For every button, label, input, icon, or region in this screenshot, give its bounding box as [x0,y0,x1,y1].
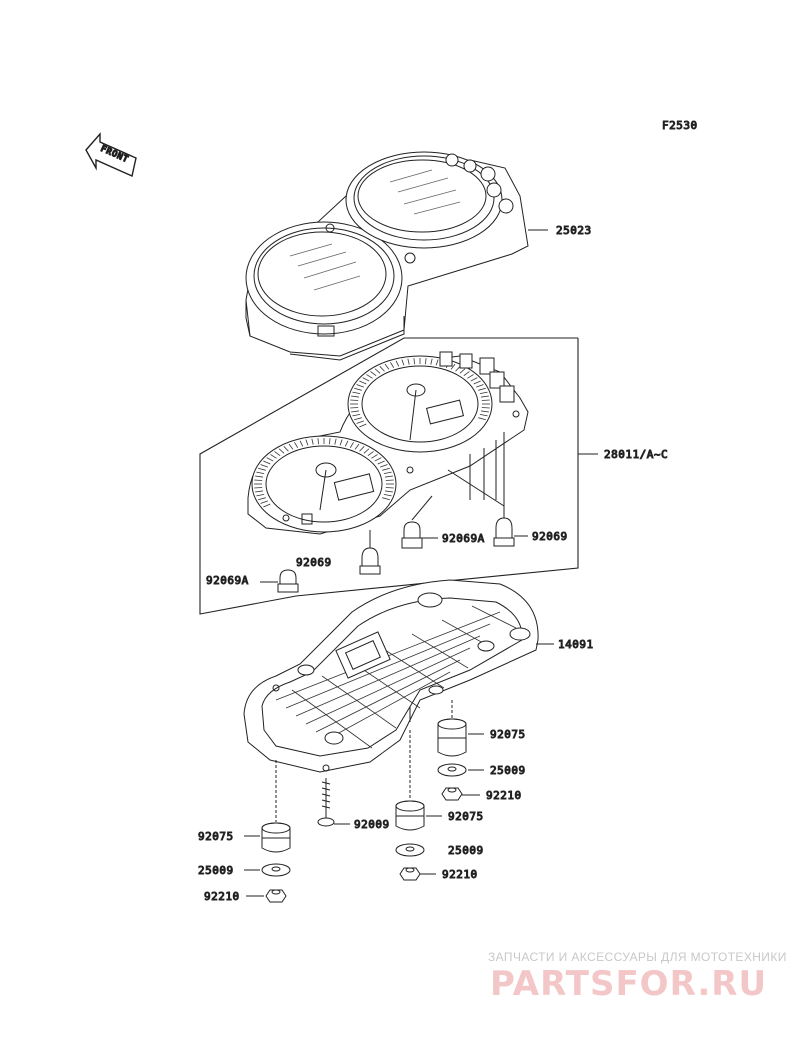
label-28011: 28011/A~C [604,448,668,461]
label-92075-mid: 92075 [448,810,484,823]
meter-case-14091 [243,579,539,773]
label-14091: 14091 [558,638,594,651]
damper-92075-left [261,822,291,853]
nut-92210-left [265,889,287,903]
damper-92075-right [437,718,467,757]
label-25009-mid: 25009 [448,844,484,857]
meter-cover-25023 [245,151,529,361]
screw-92009 [317,778,335,827]
label-92210-right: 92210 [486,789,522,802]
label-92069A-left: 92069A [206,574,249,587]
washer-25009-mid [395,843,425,857]
label-25009-left: 25009 [198,864,234,877]
bulb-92069A-mid [401,521,423,549]
watermark-logo: PARTSFOR.RU [490,964,768,1004]
label-92069-right: 92069 [532,530,568,543]
label-92075-left: 92075 [198,830,234,843]
bulb-92069A-left [277,569,299,593]
front-arrow-icon: FRONT [85,132,137,177]
label-92210-left: 92210 [204,890,240,903]
watermark-tagline: ЗАПЧАСТИ И АКСЕССУАРЫ ДЛЯ МОТОТЕХНИКИ [488,950,787,964]
damper-92075-mid [395,800,425,831]
label-25023: 25023 [556,224,592,237]
figure-code: F2530 [662,119,698,132]
label-92075-right: 92075 [490,728,526,741]
bulb-92069-right [493,517,515,547]
washer-25009-left [261,863,291,877]
label-92069A-mid: 92069A [442,532,485,545]
meter-assembly-28011 [247,351,529,535]
nut-92210-right [441,787,463,801]
group-frame [199,337,579,615]
bulb-92069-left [359,530,381,575]
nut-92210-mid [399,867,421,881]
label-92210-mid: 92210 [442,868,478,881]
label-92009: 92009 [354,818,390,831]
label-92069-left: 92069 [296,556,332,569]
washer-25009-right [437,763,467,777]
label-25009-right: 25009 [490,764,526,777]
